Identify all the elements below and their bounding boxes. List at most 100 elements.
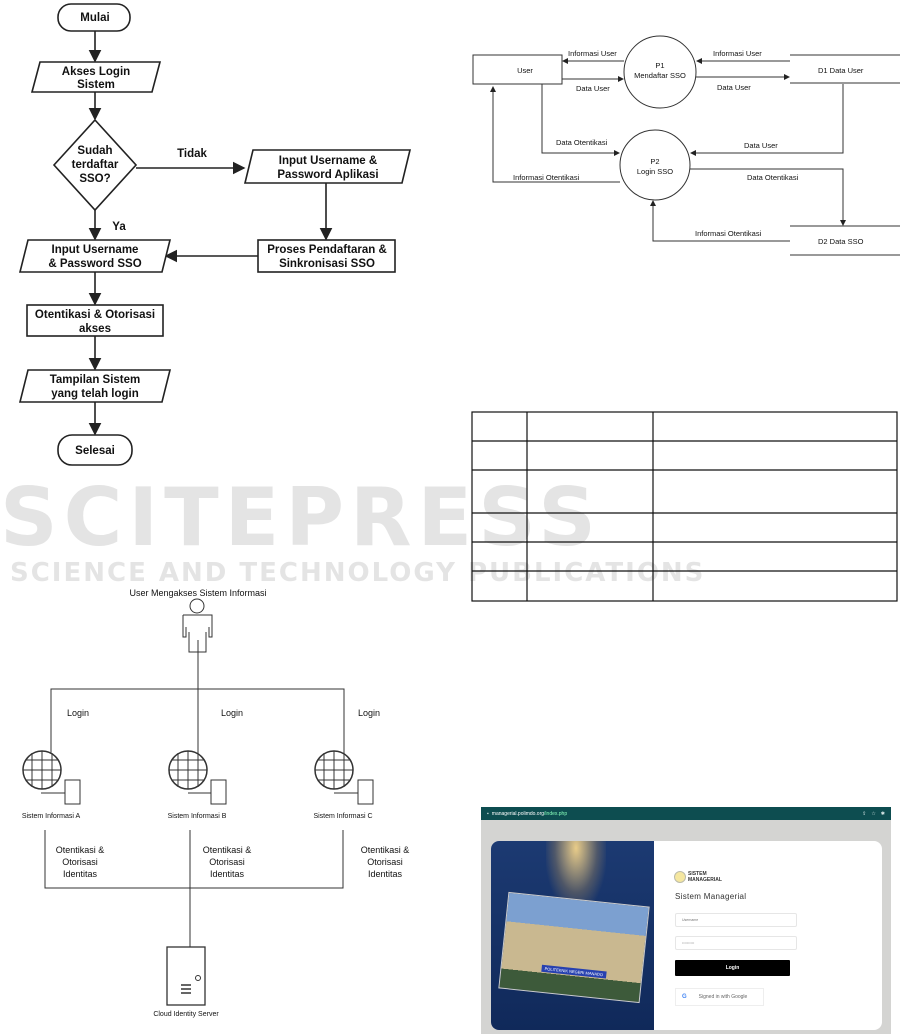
input-app-label: Password Aplikasi <box>277 169 378 181</box>
login-label: Login <box>358 708 380 718</box>
building-sign: POLITEKNIK NEGERI MANADO <box>541 964 607 979</box>
browser-address-bar: ▪ managerial.polimdo.org /index.php ⇪ ☆ … <box>481 807 891 820</box>
display-io <box>18 369 172 403</box>
system-b-label: Sistem Informasi B <box>168 813 227 820</box>
auth-label: akses <box>79 323 111 335</box>
d2-label: D2 Data SSO <box>818 237 864 246</box>
google-icon: G <box>682 994 687 1000</box>
watermark-logo-text: SCITEPRESS <box>0 471 602 564</box>
building-photo: POLITEKNIK NEGERI MANADO <box>498 891 650 1004</box>
network-labels: User Mengakses Sistem Informasi Login Lo… <box>22 588 409 1018</box>
p1-label: Mendaftar SSO <box>634 71 686 80</box>
yes-label: Ya <box>112 221 126 233</box>
access-label: Sistem <box>77 79 115 91</box>
end-terminator <box>57 434 133 466</box>
auth-text: Identitas <box>210 869 245 879</box>
register-label: Proses Pendaftaran & <box>267 244 387 256</box>
user-entity-label: User <box>517 66 533 75</box>
auth-process <box>26 304 164 337</box>
input-sso-io <box>18 239 172 273</box>
input-sso-label: & Password SSO <box>48 258 141 270</box>
logo-text: MANAGERIAL <box>688 877 722 883</box>
access-io <box>30 61 162 93</box>
input-sso-label: Input Username <box>52 244 139 256</box>
process-p1 <box>623 35 697 109</box>
flow-label: Informasi Otentikasi <box>695 229 762 238</box>
emblem-icon <box>674 871 686 883</box>
flow-label: Data User <box>744 141 778 150</box>
form-title: Sistem Managerial <box>675 892 747 901</box>
url-host: managerial.polimdo.org <box>491 810 545 817</box>
no-label: Tidak <box>177 148 207 160</box>
globe-icon <box>168 750 208 790</box>
login-label: Login <box>67 708 89 718</box>
input-app-io <box>243 149 412 184</box>
auth-text: Otorisasi <box>62 857 98 867</box>
auth-text: Otorisasi <box>209 857 245 867</box>
google-button-label: Signed in with Google <box>698 994 748 1000</box>
empty-table <box>471 411 898 602</box>
system-c-label: Sistem Informasi C <box>313 813 372 820</box>
campus-image: POLITEKNIK NEGERI MANADO <box>491 841 654 1030</box>
login-button[interactable]: Login <box>675 960 790 976</box>
start-label: Mulai <box>80 12 109 24</box>
decision-label: SSO? <box>79 173 110 185</box>
register-process <box>257 239 396 273</box>
cloud-server-icon <box>166 946 206 1006</box>
user-icon <box>182 598 213 653</box>
share-icon: ⇪ <box>862 810 867 817</box>
login-screenshot: ▪ managerial.polimdo.org /index.php ⇪ ☆ … <box>481 807 891 1034</box>
star-icon: ☆ <box>871 810 876 817</box>
url-path: /index.php <box>544 810 568 817</box>
dfd-labels: User P1 Mendaftar SSO P2 Login SSO D1 Da… <box>513 49 864 246</box>
flow-label: Informasi Otentikasi <box>513 173 580 182</box>
network-title: User Mengakses Sistem Informasi <box>129 588 266 598</box>
flow-label: Data User <box>717 83 751 92</box>
extension-icon: ✱ <box>880 810 885 817</box>
auth-label: Otentikasi & Otorisasi <box>35 309 155 321</box>
decision-label: terdaftar <box>72 159 119 171</box>
google-signin-button[interactable]: G Signed in with Google <box>675 988 764 1006</box>
auth-text: Identitas <box>63 869 98 879</box>
register-label: Sinkronisasi SSO <box>279 258 375 270</box>
input-app-label: Input Username & <box>279 155 377 167</box>
display-label: yang telah login <box>51 388 139 400</box>
auth-text: Identitas <box>368 869 403 879</box>
auth-text: Otentikasi & <box>203 845 252 855</box>
watermark-logo-subtext: SCIENCE AND TECHNOLOGY PUBLICATIONS <box>10 558 706 588</box>
user-entity <box>472 54 563 85</box>
flow-label: Data User <box>576 84 610 93</box>
globe-icon <box>22 750 62 790</box>
flowchart-labels: Mulai Akses Login Sistem Sudah terdaftar… <box>35 12 387 457</box>
auth-text: Otentikasi & <box>56 845 105 855</box>
flow-label: Informasi User <box>713 49 762 58</box>
d1-label: D1 Data User <box>818 66 864 75</box>
end-label: Selesai <box>75 445 115 457</box>
system-a-label: Sistem Informasi A <box>22 813 81 820</box>
auth-text: Otorisasi <box>367 857 403 867</box>
auth-text: Otentikasi & <box>361 845 410 855</box>
decision-label: Sudah <box>77 145 112 157</box>
password-input[interactable]: •••••••••• <box>675 936 797 950</box>
p1-label: P1 <box>655 61 664 70</box>
server-label: Cloud Identity Server <box>153 1011 219 1018</box>
server-small-icon <box>334 779 374 805</box>
logo-text: SISTEM <box>688 871 707 877</box>
username-input[interactable] <box>675 913 797 927</box>
start-terminator <box>57 3 131 32</box>
p2-label: P2 <box>650 157 659 166</box>
login-label: Login <box>221 708 243 718</box>
display-label: Tampilan Sistem <box>50 374 141 386</box>
globe-icon <box>314 750 354 790</box>
p2-label: Login SSO <box>637 167 673 176</box>
lock-icon: ▪ <box>487 810 489 817</box>
server-small-icon <box>188 779 227 805</box>
network-diagram <box>22 598 374 1006</box>
flow-label: Data Otentikasi <box>556 138 608 147</box>
